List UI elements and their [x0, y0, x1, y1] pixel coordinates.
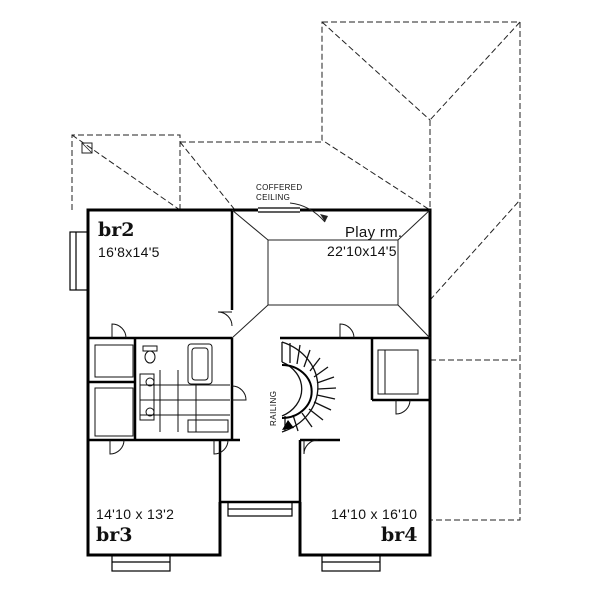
- room-name-play: Play rm.: [345, 224, 403, 241]
- roof-outline-right: [321, 21, 521, 521]
- roof-outline-left: [71, 134, 322, 211]
- vent-symbol: [81, 142, 93, 154]
- coffered-label-line1: COFFERED: [256, 183, 303, 192]
- room-dimensions-br4: 14'10 x 16'10: [331, 506, 418, 522]
- door-swings: [109, 311, 411, 455]
- coffered-ceiling: [231, 209, 431, 339]
- room-dimensions-br2: 16'8x14'5: [98, 244, 160, 260]
- room-name-br3: br3: [96, 524, 133, 546]
- room-name-br2: br2: [98, 219, 135, 241]
- coffered-leader: [289, 202, 326, 223]
- coffered-label-line2: CEILING: [256, 193, 291, 202]
- interior-walls: [88, 210, 430, 504]
- room-name-br4: br4: [381, 524, 418, 546]
- closets: [94, 344, 419, 437]
- spiral-staircase: [281, 341, 337, 433]
- bathroom-fixtures: [139, 343, 230, 433]
- windows: [69, 207, 381, 572]
- room-dimensions-play: 22'10x14'5: [327, 243, 397, 259]
- railing-label: RAILING: [269, 390, 278, 426]
- railing-line: [281, 364, 313, 419]
- room-dimensions-br3: 14'10 x 13'2: [96, 506, 175, 522]
